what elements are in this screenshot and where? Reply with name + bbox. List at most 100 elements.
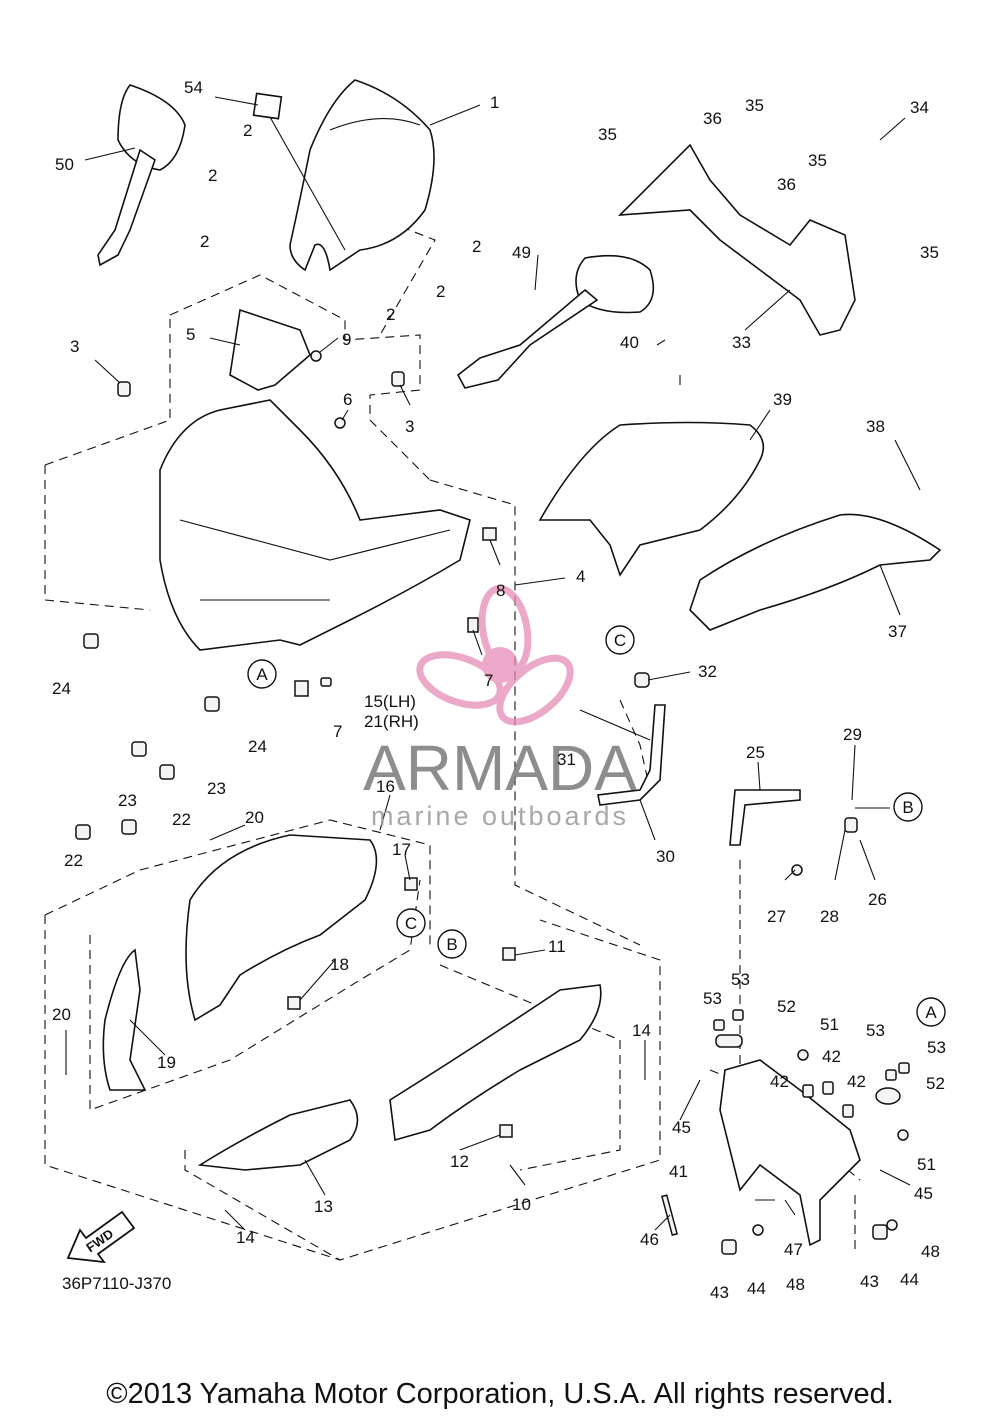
- side-panel-part: [185, 834, 378, 1022]
- ref-marker-b: B: [893, 792, 923, 822]
- callout-13: 13: [314, 1197, 333, 1216]
- callout-53: 53: [927, 1038, 946, 1057]
- leader-lines: [65, 96, 921, 1231]
- callout-10: 10: [512, 1195, 531, 1214]
- callout-30: 30: [656, 847, 675, 866]
- callout-39: 39: [773, 390, 792, 409]
- callout-52: 52: [777, 997, 796, 1016]
- callout-35: 35: [598, 125, 617, 144]
- callout-35: 35: [920, 243, 939, 262]
- callout-18: 18: [330, 955, 349, 974]
- svg-text:B: B: [902, 798, 913, 817]
- callout-44: 44: [747, 1279, 766, 1298]
- callout-22: 22: [172, 810, 191, 829]
- callout-52: 52: [926, 1074, 945, 1093]
- watermark-brand: ARMADA: [363, 732, 637, 804]
- callout-54: 54: [184, 78, 203, 97]
- callout-2: 2: [200, 232, 209, 251]
- callout-7: 7: [484, 671, 493, 690]
- callout-6: 6: [343, 390, 352, 409]
- callout-43: 43: [860, 1272, 879, 1291]
- callout-48: 48: [786, 1275, 805, 1294]
- side-inner-part: [102, 948, 147, 1091]
- copyright-notice: ©2013 Yamaha Motor Corporation, U.S.A. A…: [106, 1378, 894, 1410]
- callout-25: 25: [746, 743, 765, 762]
- callout-9: 9: [342, 330, 351, 349]
- inner-panel-part: [229, 308, 311, 391]
- callout-49: 49: [512, 243, 531, 262]
- ref-marker-a: A: [916, 997, 946, 1027]
- diagram-code: 36P7110-J370: [62, 1274, 171, 1293]
- callout-16: 16: [376, 777, 395, 796]
- callout-14: 14: [632, 1021, 651, 1040]
- callout-40: 40: [620, 333, 639, 352]
- callout-37: 37: [888, 622, 907, 641]
- callout-22: 22: [64, 851, 83, 870]
- callout-35: 35: [808, 151, 827, 170]
- callout-2: 2: [386, 305, 395, 324]
- svg-text:A: A: [925, 1003, 937, 1022]
- callout-14: 14: [236, 1228, 255, 1247]
- callout-45: 45: [672, 1118, 691, 1137]
- svg-text:B: B: [446, 935, 457, 954]
- callout-32: 32: [698, 662, 717, 681]
- ref-marker-b: B: [437, 929, 467, 959]
- callout-53: 53: [866, 1021, 885, 1040]
- cowling-bracket-part: [617, 143, 856, 336]
- callout-29: 29: [843, 725, 862, 744]
- callout-45: 45: [914, 1184, 933, 1203]
- callout-44: 44: [900, 1270, 919, 1289]
- callout-42: 42: [822, 1047, 841, 1066]
- ref-marker-c: C: [396, 908, 426, 938]
- callout-28: 28: [820, 907, 839, 926]
- callout-3: 3: [405, 417, 414, 436]
- bracket-30-part: [597, 704, 666, 806]
- callout-41: 41: [669, 1162, 688, 1181]
- callout-19: 19: [157, 1053, 176, 1072]
- callout-2: 2: [472, 237, 481, 256]
- callout-51: 51: [820, 1015, 839, 1034]
- callout-26: 26: [868, 890, 887, 909]
- callout-11: 11: [548, 937, 566, 956]
- callout-4: 4: [576, 567, 585, 586]
- callout-20: 20: [245, 808, 264, 827]
- side-cover-part: [689, 513, 942, 631]
- svg-text:C: C: [614, 631, 626, 650]
- callout-53: 53: [731, 970, 750, 989]
- callout-48: 48: [921, 1242, 940, 1261]
- left-mirror-part: [117, 84, 186, 171]
- part-silhouettes: [97, 79, 942, 1247]
- callout-17: 17: [392, 840, 411, 859]
- callout-46: 46: [640, 1230, 659, 1249]
- sticker-part: [252, 92, 283, 120]
- callout-53: 53: [703, 989, 722, 1008]
- callout-36: 36: [703, 109, 722, 128]
- callout-33: 33: [732, 333, 751, 352]
- callout-24: 24: [248, 737, 267, 756]
- ref-marker-a: A: [247, 659, 277, 689]
- svg-text:A: A: [256, 665, 268, 684]
- watermark-tagline: marine outboards: [371, 801, 629, 831]
- callout-42: 42: [770, 1072, 789, 1091]
- callout-43: 43: [710, 1283, 729, 1302]
- callout-7: 7: [333, 722, 342, 741]
- callout-labels: 1 54 50 49 2 2 2 2 2 2 5 9 3 3 6 8 4 7 7…: [52, 78, 946, 1302]
- callout-2: 2: [243, 121, 252, 140]
- callout-5: 5: [186, 325, 195, 344]
- callout-47: 47: [784, 1240, 803, 1259]
- callout-2: 2: [208, 166, 217, 185]
- front-cowling-part: [159, 399, 471, 651]
- reference-markers: A A B B C C: [247, 625, 946, 1027]
- stay-part: [729, 789, 801, 846]
- svg-text:C: C: [405, 914, 417, 933]
- callout-1: 1: [490, 93, 499, 112]
- callout-23: 23: [118, 791, 137, 810]
- callout-2: 2: [436, 282, 445, 301]
- callout-3: 3: [70, 337, 79, 356]
- callout-34: 34: [910, 98, 929, 117]
- callout-20: 20: [52, 1005, 71, 1024]
- callout-12: 12: [450, 1152, 469, 1171]
- watermark: ARMADA marine outboards: [363, 584, 637, 831]
- callout-23: 23: [207, 779, 226, 798]
